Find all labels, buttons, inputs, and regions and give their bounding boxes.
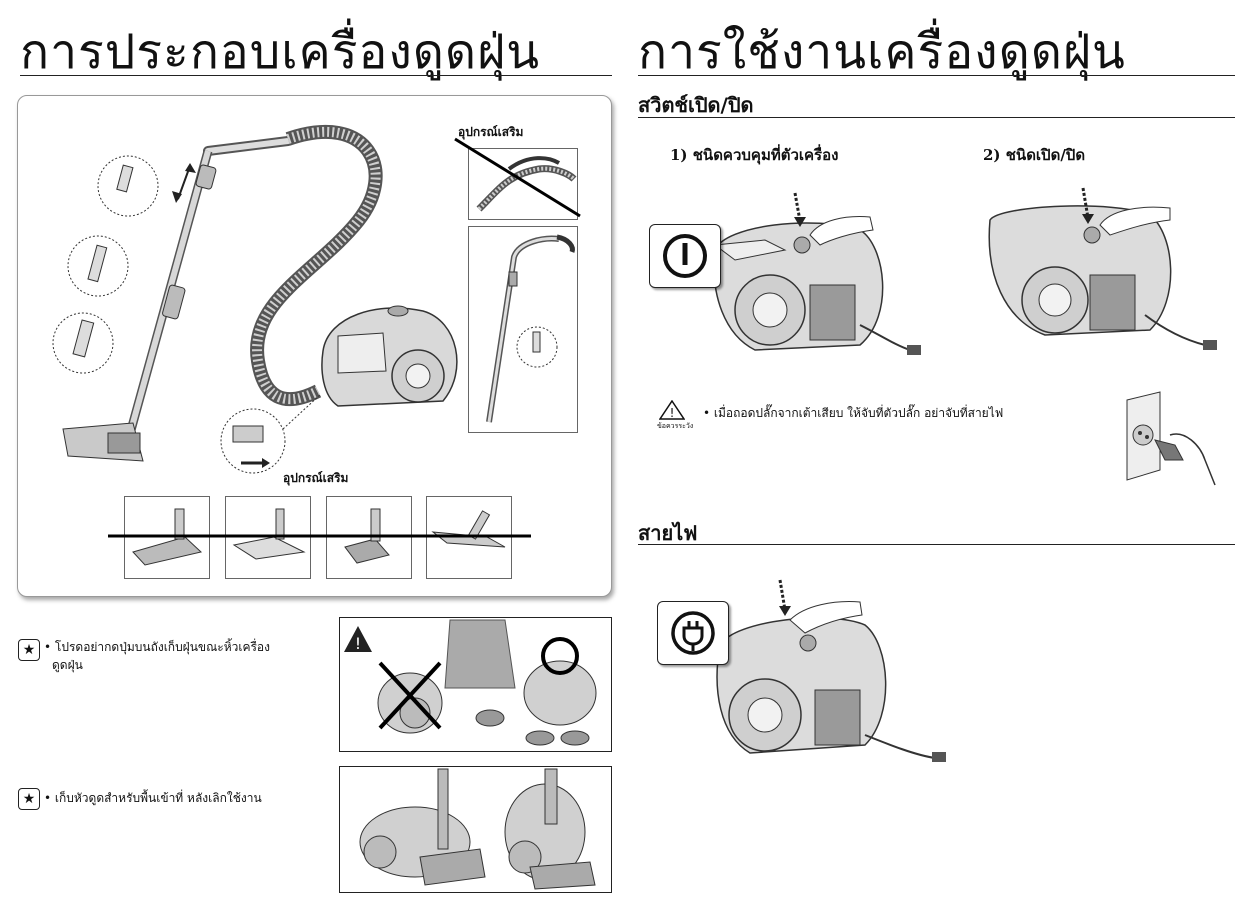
accessory-bottom-crossout [108,534,531,538]
assembly-title: การประกอบเครื่องดูดฝุ่น [20,24,541,80]
cord-vacuum-illustration [716,579,946,762]
assembly-title-rule [20,75,612,76]
caution-label: ข้อควรระวัง [657,422,694,430]
switch-section-rule [638,117,1235,118]
assembly-illustration [52,124,458,474]
svg-text:!: ! [670,406,675,420]
assembly-panel: อุปกรณ์เสริม อุปกรณ์เสริม [17,95,612,597]
carry-note: • โปรดอย่ากดปุ่มบนถังเก็บฝุ่นขณะหิ้วเครื… [44,638,314,674]
unplug-illustration [1126,391,1216,486]
carry-figure: ! [339,617,612,752]
accessory-label-top: อุปกรณ์เสริม [458,125,524,139]
onoff-type-label: 2) ชนิดเปิด/ปิด [983,146,1086,164]
accessory-top-crossout [454,137,581,218]
body-control-type-label: 1) ชนิดควบคุมที่ตัวเครื่อง [670,146,839,164]
svg-text:!: ! [355,634,361,653]
wand-detail-box [468,226,578,433]
usage-title-rule [638,75,1235,76]
accessory-label-bottom: อุปกรณ์เสริม [283,471,349,485]
carry-note-line2: ดูดฝุ่น [52,658,83,672]
usage-title: การใช้งานเครื่องดูดฝุ่น [638,24,1126,80]
power-icon [649,224,721,288]
caution-text: • เมื่อถอดปลั๊กจากเต้าเสียบ ให้จับที่ตัว… [703,406,1004,420]
body-control-vacuum-illustration [713,192,921,355]
cord-section-rule [638,544,1235,545]
onoff-vacuum-illustration [988,187,1217,350]
switch-section-title: สวิตช์เปิด/ปิด [638,93,754,117]
warning-triangle-icon: ! [659,400,685,420]
cord-section-title: สายไฟ [638,521,698,545]
star-icon: ★ [18,639,40,661]
carry-note-line1: • โปรดอย่ากดปุ่มบนถังเก็บฝุ่นขณะหิ้วเครื… [44,640,270,654]
plug-icon [657,601,729,665]
star-icon: ★ [18,788,40,810]
store-brush-note: • เก็บหัวดูดสำหรับพื้นเข้าที่ หลังเลิกใช… [44,791,262,805]
store-brush-figure [339,766,612,893]
